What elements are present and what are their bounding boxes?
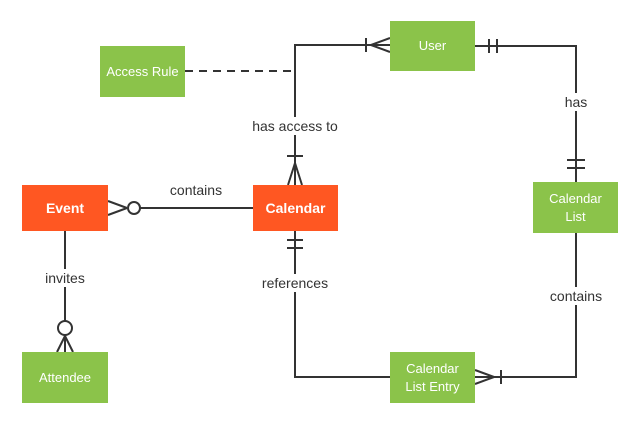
connector-references: [287, 231, 390, 378]
crow-foot-many-icon: [107, 200, 128, 216]
zero-ring-icon: [57, 320, 73, 336]
crow-foot-many-icon: [56, 335, 74, 353]
connector-line: [294, 44, 390, 185]
entity-calendar-list[interactable]: Calendar List: [533, 182, 618, 233]
entity-label: Calendar List Entry: [405, 360, 460, 394]
entity-event[interactable]: Event: [22, 185, 108, 231]
entity-label: Access Rule: [106, 63, 179, 79]
crow-foot-many-icon: [474, 369, 495, 385]
connector-has-access-to: [287, 37, 391, 186]
entity-access-rule[interactable]: Access Rule: [100, 46, 185, 97]
entity-label: Calendar List: [549, 190, 602, 224]
relationship-label-invites: invites: [40, 269, 90, 287]
exactly-one-bars-icon: [488, 39, 498, 53]
entity-label: Attendee: [38, 369, 92, 385]
crow-foot-many-icon: [370, 37, 391, 53]
entity-attendee[interactable]: Attendee: [22, 352, 108, 403]
exactly-one-bars-icon: [287, 239, 303, 249]
exactly-one-bars-icon: [567, 159, 585, 169]
connector-line: [294, 231, 390, 378]
entity-calendar-list-entry[interactable]: Calendar List Entry: [390, 352, 475, 403]
relationship-label-has-access-to: has access to: [247, 117, 343, 135]
crow-foot-many-icon: [287, 162, 303, 186]
relationship-label-contains: contains: [164, 181, 228, 199]
relationship-label-references: references: [256, 274, 334, 292]
entity-calendar[interactable]: Calendar: [253, 185, 338, 231]
connector-line: [475, 233, 577, 378]
entity-label: User: [418, 38, 447, 54]
connector-contains-list-entry: [474, 233, 577, 385]
entity-label: Calendar: [265, 199, 326, 216]
relationship-label-contains-2: contains: [544, 287, 608, 305]
relationship-label-has: has: [559, 93, 593, 111]
zero-ring-icon: [127, 201, 141, 215]
connector-line: [475, 45, 577, 182]
connector-has: [475, 39, 585, 182]
connector-contains-event-calendar: [107, 200, 253, 216]
entity-user[interactable]: User: [390, 21, 475, 71]
connector-invites: [56, 231, 74, 353]
entity-label: Event: [45, 199, 85, 216]
